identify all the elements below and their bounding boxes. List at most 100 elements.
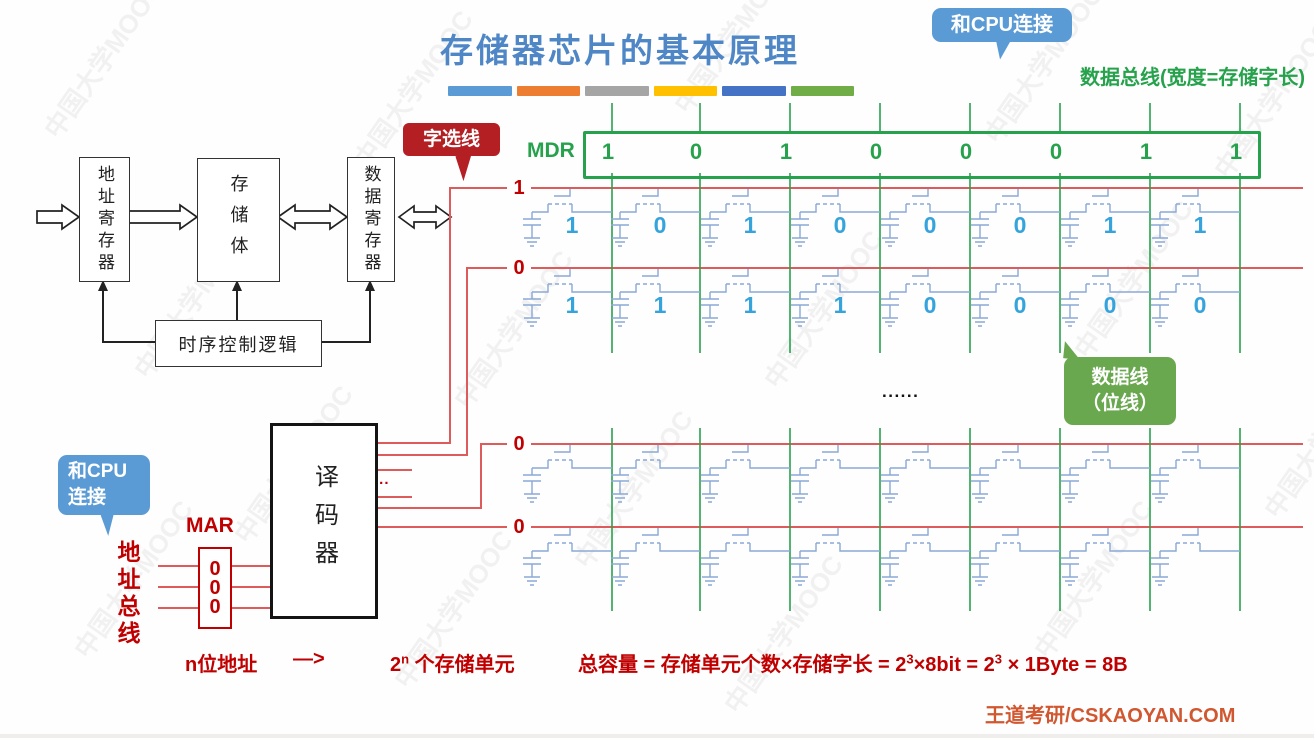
- data-line-bubble: 数据线 （位线）: [1063, 341, 1176, 425]
- cell-circuit: [1151, 528, 1240, 586]
- brand-footer: 王道考研/CSKAOYAN.COM: [985, 705, 1236, 727]
- word-select-bubble: 字选线: [403, 123, 500, 182]
- memory-cell: [611, 528, 700, 586]
- cell-value: 0: [924, 212, 937, 238]
- memory-cell: [881, 445, 970, 503]
- data-bus-width-label: 数据总线(宽度=存储字长): [1080, 67, 1305, 89]
- memory-cell: 0: [881, 189, 970, 247]
- cell-value: 1: [566, 292, 579, 318]
- memory-cell: 1: [523, 189, 612, 247]
- memory-cell: [611, 445, 700, 503]
- cell-circuit: [1061, 189, 1150, 247]
- cell-circuit: [791, 189, 880, 247]
- cell-circuit: [1151, 189, 1240, 247]
- accent-bar: [653, 86, 717, 96]
- memory-cell: 0: [791, 189, 880, 247]
- decoder-label: 译码器: [310, 464, 338, 578]
- cell-value: 0: [1014, 212, 1027, 238]
- cell-circuit: [881, 189, 970, 247]
- cell-circuit: [523, 528, 612, 586]
- cell-circuit: [971, 445, 1060, 503]
- cell-circuit: [881, 445, 970, 503]
- memory-cell: [523, 528, 612, 586]
- cell-value: 0: [924, 292, 937, 318]
- cell-value: 1: [834, 292, 847, 318]
- cell-circuit: [971, 528, 1060, 586]
- cell-circuit: [611, 445, 700, 503]
- memory-cell: [1061, 445, 1150, 503]
- formula-cell-count: 2n 个存储单元: [390, 648, 515, 677]
- cell-circuit: [791, 445, 880, 503]
- timing-arrow-left: [102, 285, 155, 343]
- cell-value: 1: [744, 292, 757, 318]
- mdr-bit: 1: [601, 139, 615, 164]
- data-line-bubble-tail: [1063, 341, 1082, 360]
- cell-value: 1: [744, 212, 757, 238]
- memory-cell: 0: [971, 189, 1060, 247]
- mdr-bit: 0: [869, 139, 883, 164]
- address-register-label: 地址寄存器: [95, 164, 114, 275]
- memory-cell: 1: [1151, 189, 1240, 247]
- formula-cell-rest: 个存储单元: [409, 654, 515, 676]
- cell-circuit: [971, 189, 1060, 247]
- memory-cell: [701, 528, 790, 586]
- formula-capacity: 总容量 = 存储单元个数×存储字长 = 23×8bit = 23 × 1Byte…: [578, 648, 1128, 677]
- mar-bit: 0: [209, 557, 221, 580]
- mdr-label: MDR: [527, 139, 575, 162]
- mar-bit: 0: [209, 576, 221, 599]
- formula-arrow: —>: [293, 648, 325, 670]
- cell-circuit: [1061, 445, 1150, 503]
- word-line-value-label: 0: [507, 431, 531, 457]
- address-bus-label: 地址总线: [114, 540, 140, 648]
- accent-bar: [448, 86, 512, 96]
- cell-value: 0: [1014, 292, 1027, 318]
- memory-cell: [1151, 528, 1240, 586]
- timing-logic-box: 时序控制逻辑: [155, 320, 322, 367]
- mdr-bit: 1: [1229, 139, 1243, 164]
- grid-ellipsis: ......: [882, 382, 920, 401]
- cell-circuit: [881, 528, 970, 586]
- formula-cap-p2: ×8bit = 2: [913, 654, 995, 676]
- data-register-label: 数据寄存器: [361, 164, 381, 275]
- word-line-3: [372, 443, 1303, 509]
- word-line-value-label: 1: [507, 175, 531, 201]
- mdr-bit: 0: [959, 139, 973, 164]
- page-title: 存储器芯片的基本原理: [440, 32, 800, 69]
- cell-circuit: [881, 269, 970, 327]
- cpu-connect-left-label-2: 连接: [68, 487, 107, 508]
- word-line-value-label: 0: [507, 255, 531, 281]
- memory-cell: 0: [611, 189, 700, 247]
- memory-cell: [523, 445, 612, 503]
- title-underline-bars: [448, 86, 854, 96]
- word-line-2: [372, 267, 1303, 456]
- cell-circuit: [611, 269, 700, 327]
- timing-logic-label: 时序控制逻辑: [178, 334, 299, 355]
- cell-value: 1: [566, 212, 579, 238]
- cell-circuit: [701, 528, 790, 586]
- memory-cell: [701, 445, 790, 503]
- bus-arrow-data-out: [397, 204, 453, 230]
- accent-bar: [790, 86, 854, 96]
- word-line-value-label: 0: [507, 514, 531, 540]
- cell-value: 0: [834, 212, 847, 238]
- memory-cell: [881, 528, 970, 586]
- data-line-label-2: （位线）: [1081, 393, 1158, 414]
- cell-circuit: [1151, 445, 1240, 503]
- data-register-box: 数据寄存器: [347, 157, 395, 282]
- cell-circuit: [701, 269, 790, 327]
- bus-arrow-in: [36, 203, 81, 231]
- cell-circuit: [611, 189, 700, 247]
- cpu-connect-top-label: 和CPU连接: [950, 13, 1054, 36]
- mdr-bit: 0: [1049, 139, 1063, 164]
- cell-circuit: [1061, 269, 1150, 327]
- storage-body-box: 存储体: [197, 158, 280, 282]
- word-select-label: 字选线: [422, 128, 480, 150]
- cell-circuit: [523, 269, 612, 327]
- memory-cell: 0: [881, 269, 970, 327]
- accent-bar: [722, 86, 786, 96]
- formula-cell-sup: n: [401, 651, 410, 667]
